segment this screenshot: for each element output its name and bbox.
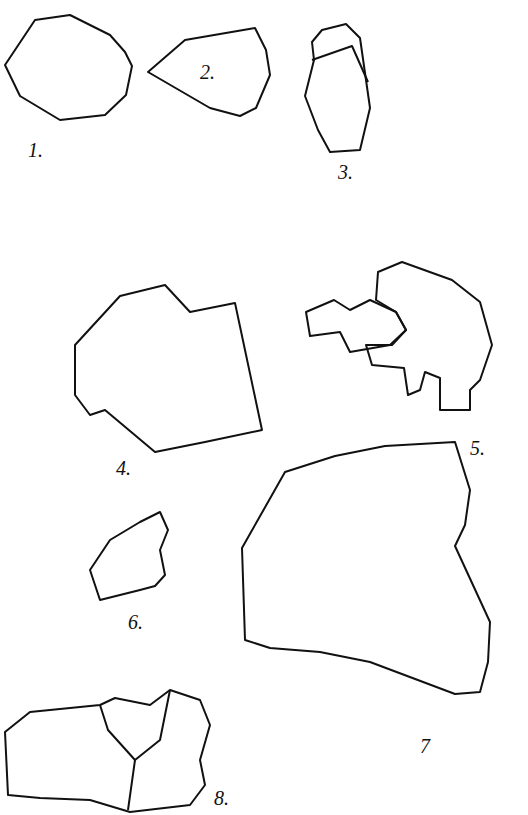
fragment-1	[5, 15, 132, 120]
figure-number: 8.	[214, 788, 229, 808]
figure-number: 5.	[470, 438, 485, 458]
fragment-8	[5, 690, 210, 812]
fragment-2	[148, 28, 270, 116]
figure-number: 6.	[128, 612, 143, 632]
figure-number: 4.	[116, 458, 131, 478]
fragment-5b	[366, 262, 492, 410]
figure-number: 3.	[338, 162, 353, 182]
fragment-3	[305, 24, 370, 152]
fragment-4	[75, 285, 262, 452]
figure-number: 1.	[28, 140, 43, 160]
figure-number: 7	[420, 736, 430, 756]
fragment-7	[242, 442, 490, 694]
fragment-3-edge	[312, 46, 368, 82]
fragment-6	[90, 512, 168, 600]
figure-number: 2.	[200, 62, 215, 82]
fragment-8-edge	[135, 690, 170, 760]
fragment-8-edge	[100, 705, 135, 810]
